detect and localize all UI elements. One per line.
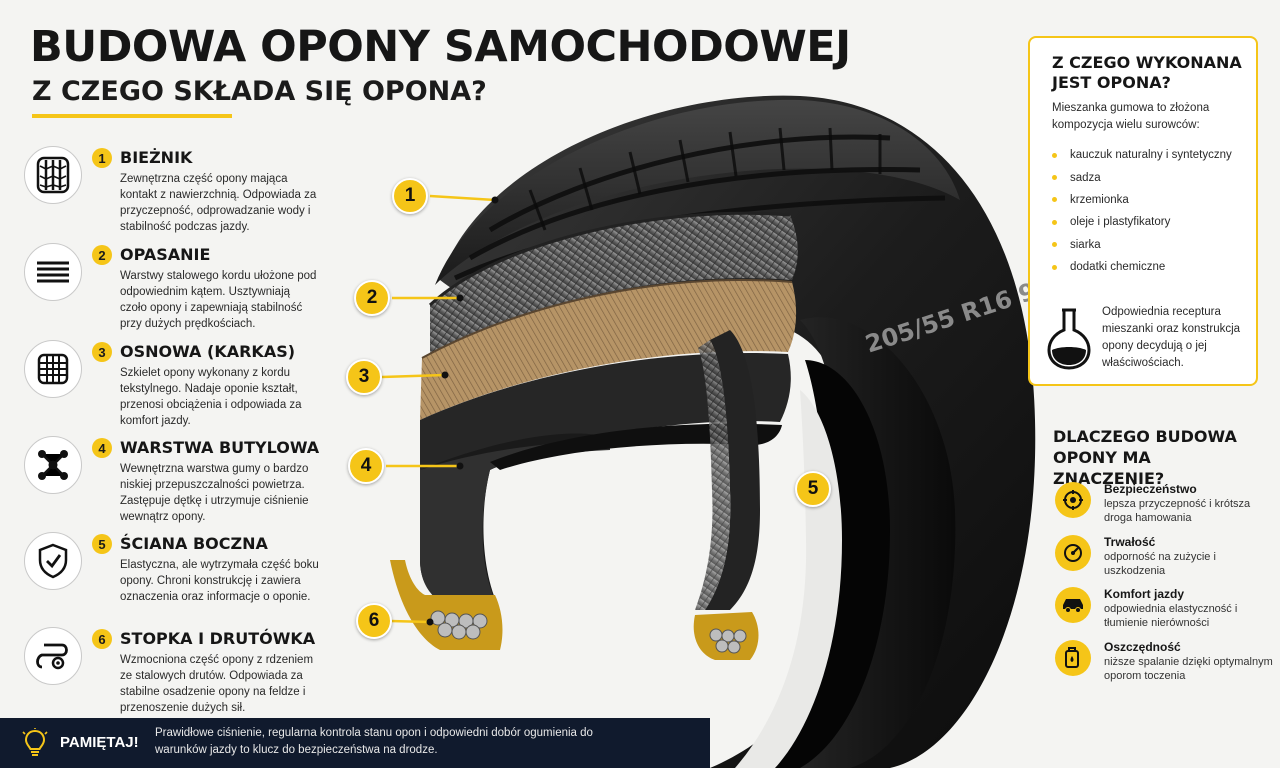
title-underline [32, 114, 232, 118]
materials-title: Z CZEGO WYKONANA JEST OPONA? [1052, 53, 1242, 92]
why-title: DLACZEGO BUDOWA OPONY MA ZNACZENIE? [1053, 427, 1237, 488]
component-item-carcass: 3 OSNOWA (KARKAS) Szkielet opony wykonan… [20, 334, 320, 427]
why-item-description: odpowiednia elastyczność i tłumienie nie… [1104, 603, 1238, 629]
why-item-savings: Oszczędność niższe spalanie dzięki optym… [1053, 638, 1273, 694]
component-number: 1 [92, 148, 112, 168]
fuel-icon [1055, 640, 1091, 676]
why-item-description: niższe spalanie dzięki optymalnym oporom… [1104, 656, 1273, 682]
component-item-sidewall: 5 ŚCIANA BOCZNA Elastyczna, ale wytrzyma… [20, 526, 320, 618]
flask-icon [1046, 306, 1092, 370]
materials-list: kauczuk naturalny i syntetyczny sadza kr… [1052, 144, 1252, 278]
lightbulb-icon [22, 728, 48, 758]
component-description: Zewnętrzna część opony mająca kontakt z … [120, 173, 317, 233]
durability-icon [1055, 535, 1091, 571]
component-title: OPASANIE [120, 245, 211, 264]
component-description: Wewnętrzna warstwa gumy o bardzo niskiej… [120, 463, 309, 523]
materials-note: Odpowiednia receptura mieszanki oraz kon… [1102, 306, 1241, 369]
safety-icon [1055, 482, 1091, 518]
tire-cross-section: 205/55 R16 91V [330, 90, 1073, 768]
component-title: OSNOWA (KARKAS) [120, 342, 296, 361]
component-number: 2 [92, 245, 112, 265]
page-title: BUDOWA OPONY SAMOCHODOWEJ [30, 22, 851, 72]
why-item-title: Komfort jazdy [1104, 587, 1185, 601]
car-icon [1055, 587, 1091, 623]
callout-6: 6 [356, 603, 392, 639]
materials-intro: Mieszanka gumowa to złożona kompozycja w… [1052, 102, 1210, 131]
carcass-icon [24, 340, 82, 398]
list-item: sadza [1052, 166, 1252, 188]
belt-icon [24, 243, 82, 301]
component-title: STOPKA I DRUTÓWKA [120, 629, 316, 648]
component-description: Elastyczna, ale wytrzymała część boku op… [120, 559, 319, 603]
component-item-butyl: 4 WARSTWA BUTYLOWA Wewnętrzna warstwa gu… [20, 430, 320, 523]
component-number: 5 [92, 534, 112, 554]
list-item: oleje i plastyfikatory [1052, 211, 1252, 233]
component-item-bead: 6 STOPKA I DRUTÓWKA Wzmocniona część opo… [20, 621, 320, 714]
list-item: krzemionka [1052, 189, 1252, 211]
component-title: BIEŻNIK [120, 148, 193, 167]
component-description: Warstwy stalowego kordu ułożone pod odpo… [120, 270, 317, 330]
why-item-comfort: Komfort jazdy odpowiednia elastyczność i… [1053, 585, 1273, 641]
molecule-icon [24, 436, 82, 494]
why-item-title: Oszczędność [1104, 640, 1181, 654]
callout-3: 3 [346, 359, 382, 395]
component-item-belt: 2 OPASANIE Warstwy stalowego kordu ułożo… [20, 237, 320, 330]
why-item-safety: Bezpieczeństwo lepsza przyczepność i kró… [1053, 480, 1273, 536]
footer-text: Prawidłowe ciśnienie, regularna kontrola… [155, 727, 593, 756]
component-description: Wzmocniona część opony z rdzeniem ze sta… [120, 654, 314, 714]
why-item-description: odporność na zużycie i uszkodzenia [1104, 551, 1216, 577]
materials-panel: Z CZEGO WYKONANA JEST OPONA? Mieszanka g… [1028, 36, 1258, 386]
list-item: dodatki chemiczne [1052, 256, 1252, 278]
page-subtitle: Z CZEGO SKŁADA SIĘ OPONA? [32, 76, 487, 107]
footer-banner: PAMIĘTAJ! Prawidłowe ciśnienie, regularn… [0, 718, 710, 768]
why-item-title: Trwałość [1104, 535, 1156, 549]
component-description: Szkielet opony wykonany z kordu tekstyln… [120, 367, 302, 427]
callout-4: 4 [348, 448, 384, 484]
callout-5: 5 [795, 471, 831, 507]
component-number: 6 [92, 629, 112, 649]
why-item-title: Bezpieczeństwo [1104, 482, 1197, 496]
footer-label: PAMIĘTAJ! [60, 734, 139, 751]
why-item-description: lepsza przyczepność i krótsza droga hamo… [1104, 498, 1251, 524]
shield-check-icon [24, 532, 82, 590]
list-item: kauczuk naturalny i syntetyczny [1052, 144, 1252, 166]
callout-1: 1 [392, 178, 428, 214]
why-item-durability: Trwałość odporność na zużycie i uszkodze… [1053, 533, 1273, 589]
tread-icon [24, 146, 82, 204]
component-title: ŚCIANA BOCZNA [120, 534, 268, 553]
component-item-tread: 1 BIEŻNIK Zewnętrzna część opony mająca … [20, 140, 320, 233]
component-number: 3 [92, 342, 112, 362]
callout-2: 2 [354, 280, 390, 316]
component-number: 4 [92, 438, 112, 458]
bead-icon [24, 627, 82, 685]
list-item: siarka [1052, 234, 1252, 256]
component-title: WARSTWA BUTYLOWA [120, 438, 320, 457]
